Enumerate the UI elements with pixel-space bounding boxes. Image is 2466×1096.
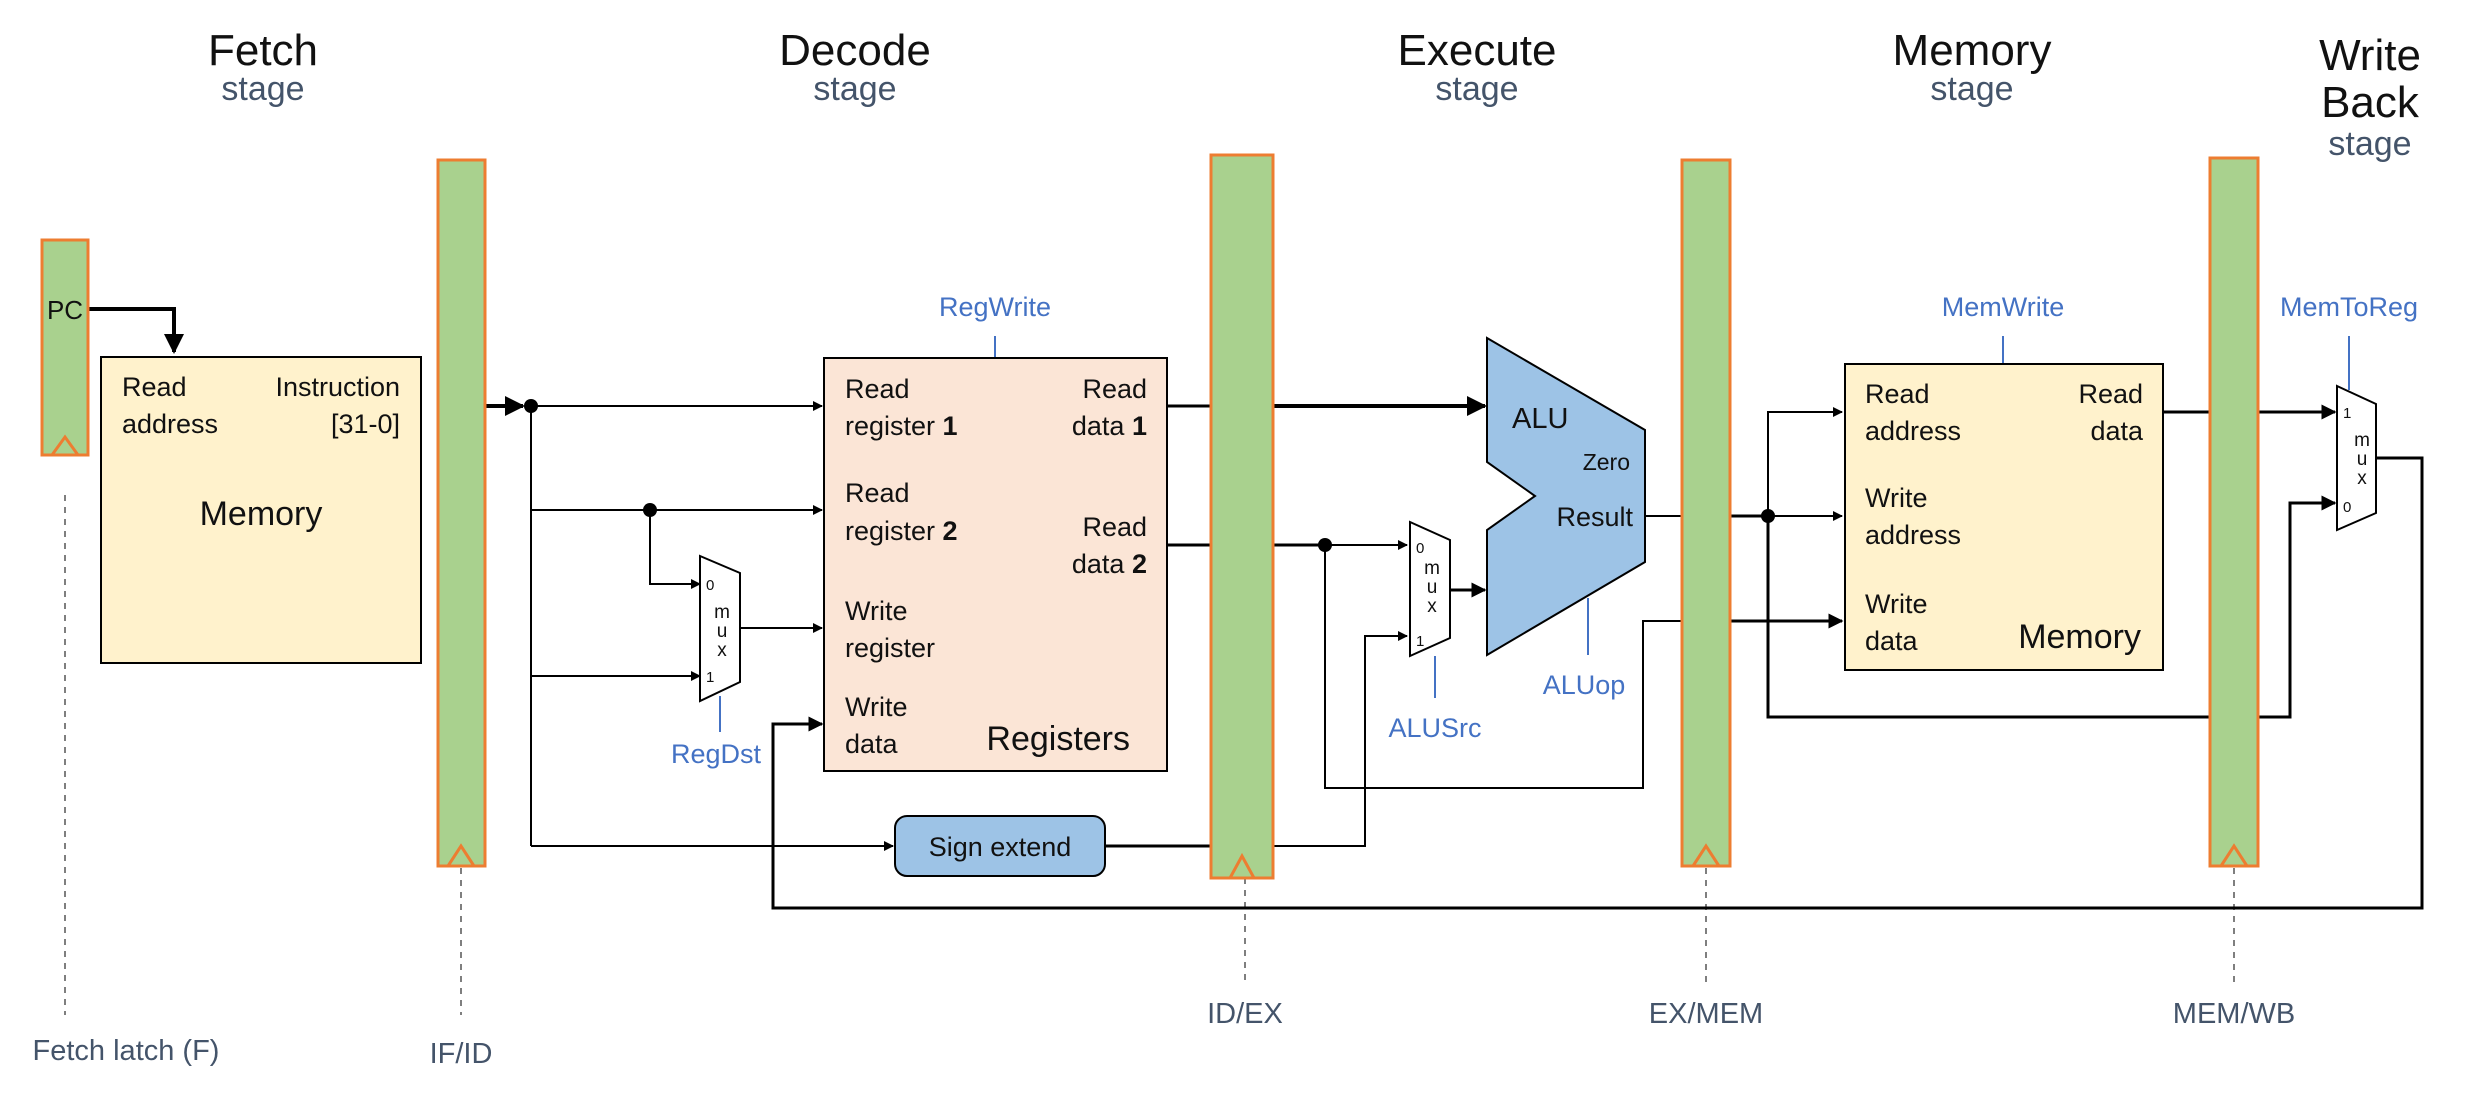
mux-letter-m: m (714, 602, 730, 623)
latch-label-idex: ID/EX (1207, 998, 1283, 1030)
instruction-memory: Read address Instruction [31-0] Memory (100, 356, 422, 664)
imem-read: Read (122, 372, 187, 402)
mux-input-0: 0 (2343, 499, 2351, 516)
dmem-writeaddr-a: Write (1865, 483, 1928, 513)
reg-writedata-a: Write (845, 692, 908, 722)
stage-sub-memory: stage (1930, 70, 2013, 108)
stage-sub-execute: stage (1435, 70, 1518, 108)
alu-label: ALU (1512, 403, 1568, 435)
latch-label-memwb: MEM/WB (2173, 998, 2295, 1030)
reg-read1-b: register 1 (845, 411, 958, 441)
mux-input-1: 1 (706, 669, 714, 686)
alu-result: Result (1556, 502, 1633, 532)
clock-triangle-icon (1228, 852, 1256, 879)
stage-title-memory: Memory (1893, 26, 2052, 75)
dmem-read-a: Read (1865, 379, 1930, 409)
stage-title-decode: Decode (779, 26, 931, 75)
mux-input-1: 1 (1416, 633, 1424, 650)
control-regwrite: RegWrite (939, 292, 1051, 322)
reg-data1-b: data 1 (1072, 411, 1147, 441)
mux-letter-u: u (717, 621, 728, 642)
stage-title-execute: Execute (1398, 26, 1557, 75)
memwb-latch (2208, 156, 2260, 868)
clock-triangle-icon (1691, 843, 1721, 867)
mux-letter-x: x (2357, 468, 2367, 489)
mux-letter-u: u (1427, 577, 1438, 598)
reg-read1-a: Read (845, 374, 910, 404)
latch-clock-lines (64, 495, 2235, 1015)
stage-sub-fetch: stage (221, 70, 304, 108)
register-file: Read register 1 Read register 2 Write re… (823, 357, 1168, 772)
alu-zero: Zero (1583, 449, 1630, 475)
stage-title-writeback-1: Write (2319, 31, 2421, 80)
mux-letter-x: x (717, 640, 727, 661)
control-alusrc: ALUSrc (1388, 713, 1481, 743)
alusrc-mux: 0 1 m u x (1409, 520, 1451, 658)
ifid-latch (436, 158, 487, 868)
clock-triangle-icon (50, 434, 80, 456)
mux-input-0: 0 (706, 577, 714, 594)
exmem-latch (1680, 158, 1732, 868)
stage-title-writeback-2: Back (2321, 78, 2420, 127)
dmem-read-b: address (1865, 416, 1961, 446)
control-regdst: RegDst (671, 739, 762, 769)
control-lines (719, 336, 2350, 732)
imem-bits: [31-0] (331, 409, 400, 439)
idex-latch (1209, 153, 1275, 880)
reg-data1-a: Read (1082, 374, 1147, 404)
imem-address: address (122, 409, 218, 439)
reg-data2-a: Read (1082, 512, 1147, 542)
alu: ALU Zero Result (1486, 336, 1646, 657)
memtoreg-mux: 1 0 m u x (2336, 384, 2377, 532)
mux-input-0: 0 (1416, 540, 1424, 557)
reg-writedata-b: data (845, 729, 899, 759)
latch-label-fetch: Fetch latch (F) (33, 1035, 220, 1067)
latch-label-exmem: EX/MEM (1649, 998, 1763, 1030)
mux-letter-u: u (2357, 449, 2368, 470)
reg-writereg-b: register (845, 633, 935, 663)
mux-letter-x: x (1427, 596, 1437, 617)
dmem-readdata-a: Read (2078, 379, 2143, 409)
wire-junctions (524, 399, 1775, 552)
dmem-writedata-b: data (1865, 626, 1919, 656)
data-memory: Read address Write address Write data Re… (1844, 363, 2164, 671)
clock-triangle-icon (446, 843, 476, 867)
reg-writereg-a: Write (845, 596, 908, 626)
stage-sub-writeback: stage (2328, 125, 2411, 163)
fetch-latch: PC (40, 238, 90, 457)
control-memwrite: MemWrite (1942, 292, 2065, 322)
latch-label-ifid: IF/ID (430, 1038, 493, 1070)
dmem-writeaddr-b: address (1865, 520, 1961, 550)
dmem-readdata-b: data (2090, 416, 2144, 446)
imem-title: Memory (200, 495, 323, 533)
imem-instruction: Instruction (275, 372, 400, 402)
mux-letter-m: m (1424, 558, 1440, 579)
stage-title-fetch: Fetch (208, 26, 318, 75)
control-aluop: ALUop (1543, 670, 1626, 700)
pc-label: PC (47, 295, 83, 325)
sign-extend: Sign extend (894, 815, 1106, 877)
clock-triangle-icon (2219, 843, 2249, 867)
wires (88, 307, 2424, 910)
stage-sub-decode: stage (813, 70, 896, 108)
regdst-mux: 0 1 m u x (699, 554, 741, 703)
mux-input-1: 1 (2343, 405, 2351, 422)
sign-extend-label: Sign extend (929, 832, 1072, 862)
reg-read2-b: register 2 (845, 516, 958, 546)
dmem-writedata-a: Write (1865, 589, 1928, 619)
dmem-title: Memory (2018, 618, 2141, 656)
registers-title: Registers (986, 720, 1130, 758)
reg-data2-b: data 2 (1072, 549, 1147, 579)
control-memtoreg: MemToReg (2280, 292, 2418, 322)
reg-read2-a: Read (845, 478, 910, 508)
mux-letter-m: m (2354, 430, 2370, 451)
